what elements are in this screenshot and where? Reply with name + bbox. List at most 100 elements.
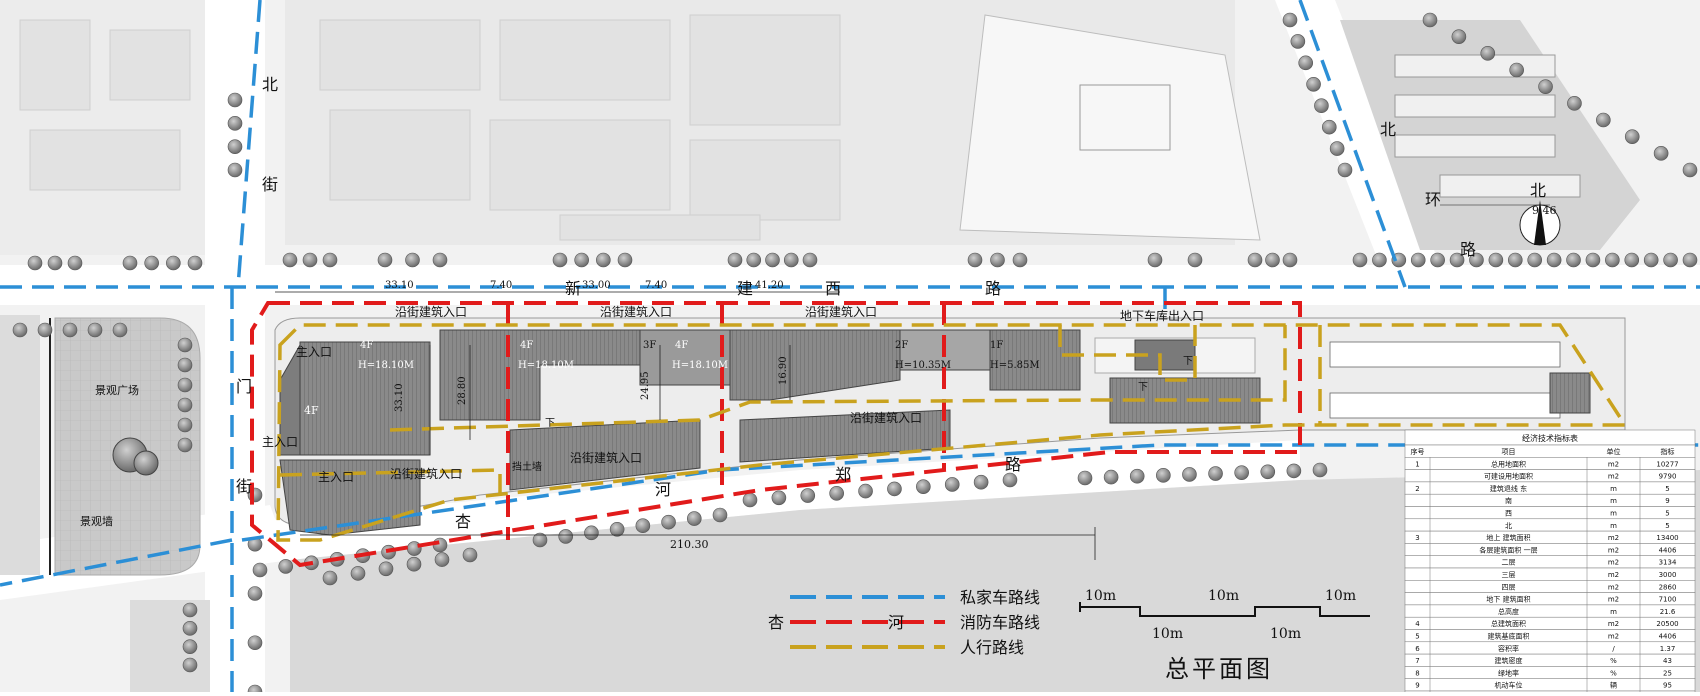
tree-icon	[1147, 252, 1163, 268]
tree-icon	[1321, 119, 1337, 135]
main-entrance-label-2: 主入口	[262, 435, 298, 449]
tree-icon	[302, 252, 318, 268]
tree-icon	[322, 570, 338, 586]
table-cell-item: 三层	[1502, 571, 1516, 579]
tree-icon	[1488, 252, 1504, 268]
tree-icon	[1247, 252, 1263, 268]
table-cell-item: 各层建筑面积 一层	[1479, 545, 1537, 554]
legend-side-char-2: 河	[888, 613, 904, 632]
table-cell-no: 3	[1415, 534, 1419, 542]
tree-icon	[1422, 12, 1438, 28]
tree-icon	[783, 252, 799, 268]
tree-icon	[227, 139, 243, 154]
tree-icon	[252, 562, 268, 578]
west-street-char-2: 街	[262, 175, 278, 194]
table-cell-item: 四层	[1502, 583, 1516, 591]
scale-top-1: 10m	[1085, 588, 1116, 604]
table-cell-item: 绿地率	[1498, 668, 1519, 677]
table-row	[1404, 481, 1696, 495]
tree-icon	[1312, 462, 1328, 478]
tree-icon	[1129, 468, 1145, 484]
table-cell-item: 建筑基底面积	[1488, 632, 1530, 641]
tree-icon	[967, 252, 983, 268]
tree-icon	[1643, 252, 1659, 268]
table-row	[1404, 530, 1696, 544]
west-street-char-1: 北	[262, 75, 278, 94]
street-entrance-label-5: 沿街建筑入口	[570, 450, 642, 465]
tree-icon	[1682, 162, 1698, 178]
street-entrance-label-3: 沿街建筑入口	[805, 304, 877, 319]
table-cell-value: 13400	[1656, 534, 1678, 542]
legend-pedestrian: 人行路线	[960, 638, 1024, 657]
tree-icon	[227, 162, 243, 178]
dim-vertical-4: 16.90	[778, 356, 789, 385]
south-road-char-4: 路	[1005, 455, 1021, 474]
street-entrance-label-2: 沿街建筑入口	[600, 304, 672, 319]
street-entrance-label-6: 沿街建筑入口	[390, 466, 462, 481]
table-row	[1404, 678, 1696, 692]
table-cell-value: 9790	[1659, 473, 1677, 481]
tree-icon	[1624, 129, 1640, 144]
tree-icon	[1208, 466, 1223, 481]
tree-icon	[635, 518, 651, 534]
tree-icon	[1566, 252, 1581, 268]
table-cell-item: 总用地面积	[1491, 459, 1526, 468]
table-cell-no: 8	[1415, 669, 1419, 677]
tree-icon	[434, 552, 450, 567]
tree-icon	[1337, 162, 1353, 178]
landscape-wall-label: 景观墙	[80, 514, 113, 528]
north-buildings	[19, 14, 1261, 241]
table-row	[1404, 555, 1696, 569]
scale-bottom-2: 10m	[1270, 626, 1301, 642]
tree-icon	[584, 525, 599, 541]
table-cell-unit: m	[1610, 522, 1617, 530]
extra-floor-4f: 4F	[304, 404, 319, 417]
dim-top-2: 7.40	[490, 280, 512, 291]
table-cell-item: 机动车位	[1495, 681, 1523, 690]
tree-icon	[800, 488, 816, 503]
dim-vertical-1: 33.10	[394, 383, 405, 412]
tree-icon	[1352, 252, 1368, 268]
south-road-char-2: 河	[655, 480, 671, 499]
dim-top-1: 33.10	[385, 280, 414, 291]
tree-icon	[1306, 76, 1321, 92]
north-mark-label: 北	[1530, 181, 1546, 200]
table-cell-item: 南	[1505, 496, 1512, 505]
tree-icon	[574, 252, 589, 268]
north-arrow-icon	[1519, 200, 1561, 246]
table-header: 项目	[1502, 448, 1516, 456]
tree-icon	[1430, 252, 1445, 268]
building-5-floors: 1F	[990, 340, 1003, 351]
tree-icon	[177, 397, 193, 413]
building-1-floors: 4F	[360, 340, 373, 351]
table-cell-item: 建筑退线 东	[1490, 484, 1527, 493]
tree-icon	[746, 252, 762, 268]
table-header: 序号	[1411, 447, 1425, 456]
tree-icon	[1282, 252, 1298, 268]
angle-label: 9.46	[1532, 204, 1557, 217]
tree-icon	[282, 252, 298, 268]
tree-icon	[1509, 62, 1524, 78]
tree-icon	[1314, 98, 1329, 114]
table-row	[1404, 666, 1696, 679]
tree-icon	[742, 492, 758, 508]
tree-icon	[887, 481, 902, 497]
legend-lines	[790, 595, 945, 649]
building-4-floors: 2F	[895, 340, 908, 351]
northeast-parking	[1340, 20, 1640, 250]
tree-icon	[1002, 472, 1018, 488]
table-cell-value: 20500	[1656, 620, 1678, 628]
garage-entrance-label: 地下车库出入口	[1120, 308, 1204, 323]
tree-icon	[166, 255, 181, 271]
tree-icon	[27, 255, 43, 271]
scale-bar-icon	[1079, 602, 1370, 617]
table-cell-no: 9	[1415, 682, 1419, 690]
table-cell-unit: 辆	[1610, 681, 1617, 690]
tree-icon	[1449, 252, 1465, 268]
table-cell-value: 7100	[1659, 596, 1677, 604]
tree-icon	[1265, 252, 1280, 268]
street-trees	[12, 12, 1698, 696]
tree-icon	[1282, 12, 1298, 28]
table-cell-value: 3134	[1659, 559, 1677, 567]
street-entrance-label-1: 沿街建筑入口	[395, 304, 467, 319]
